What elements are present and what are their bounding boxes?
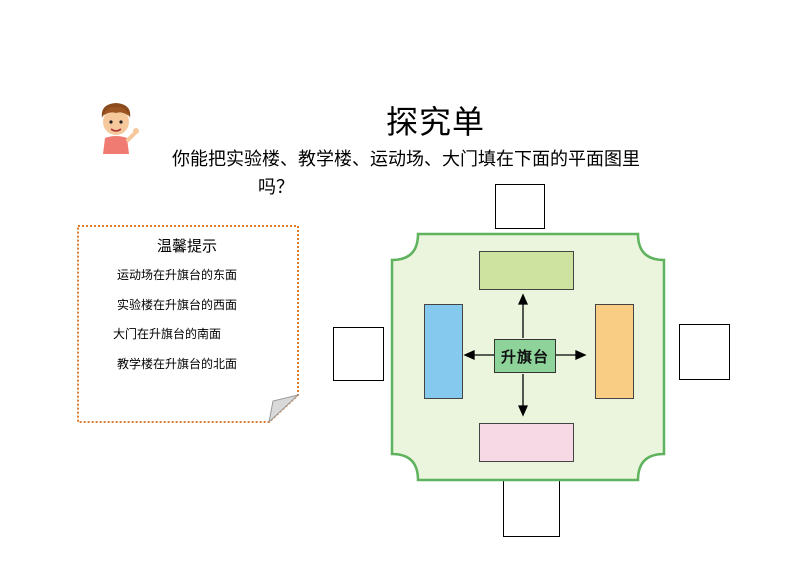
answer-box-north[interactable] [495,184,545,229]
page-title: 探究单 [386,103,486,141]
hint-item-east: 运动场在升旗台的东面 [117,268,238,282]
avatar-icon [101,103,139,154]
hint-title: 温馨提示 [156,237,217,255]
hint-item-south: 大门在升旗台的南面 [113,327,222,341]
question-text: 你能把实验楼、教学楼、运动场、大门填在下面的平面图里 吗？ [172,146,732,202]
hint-item-west: 实验楼在升旗台的西面 [117,298,238,312]
west-building-block [424,304,463,399]
hint-card-frame [77,225,299,423]
answer-box-east[interactable] [679,324,730,380]
answer-box-west[interactable] [333,327,384,381]
flag-platform: 升旗台 [494,339,556,373]
child-avatar [92,100,140,156]
question-line-2: 吗？ [258,177,294,198]
answer-box-south[interactable] [503,480,560,537]
question-line-1: 你能把实验楼、教学楼、运动场、大门填在下面的平面图里 [172,149,640,170]
east-building-block [595,304,634,399]
direction-arrows [463,293,587,417]
hint-card: 温馨提示 运动场在升旗台的东面 实验楼在升旗台的西面 大门在升旗台的南面 教学楼… [77,225,299,423]
north-building-block [479,251,574,290]
south-building-block [479,423,574,462]
hint-item-north: 教学楼在升旗台的北面 [117,357,238,371]
